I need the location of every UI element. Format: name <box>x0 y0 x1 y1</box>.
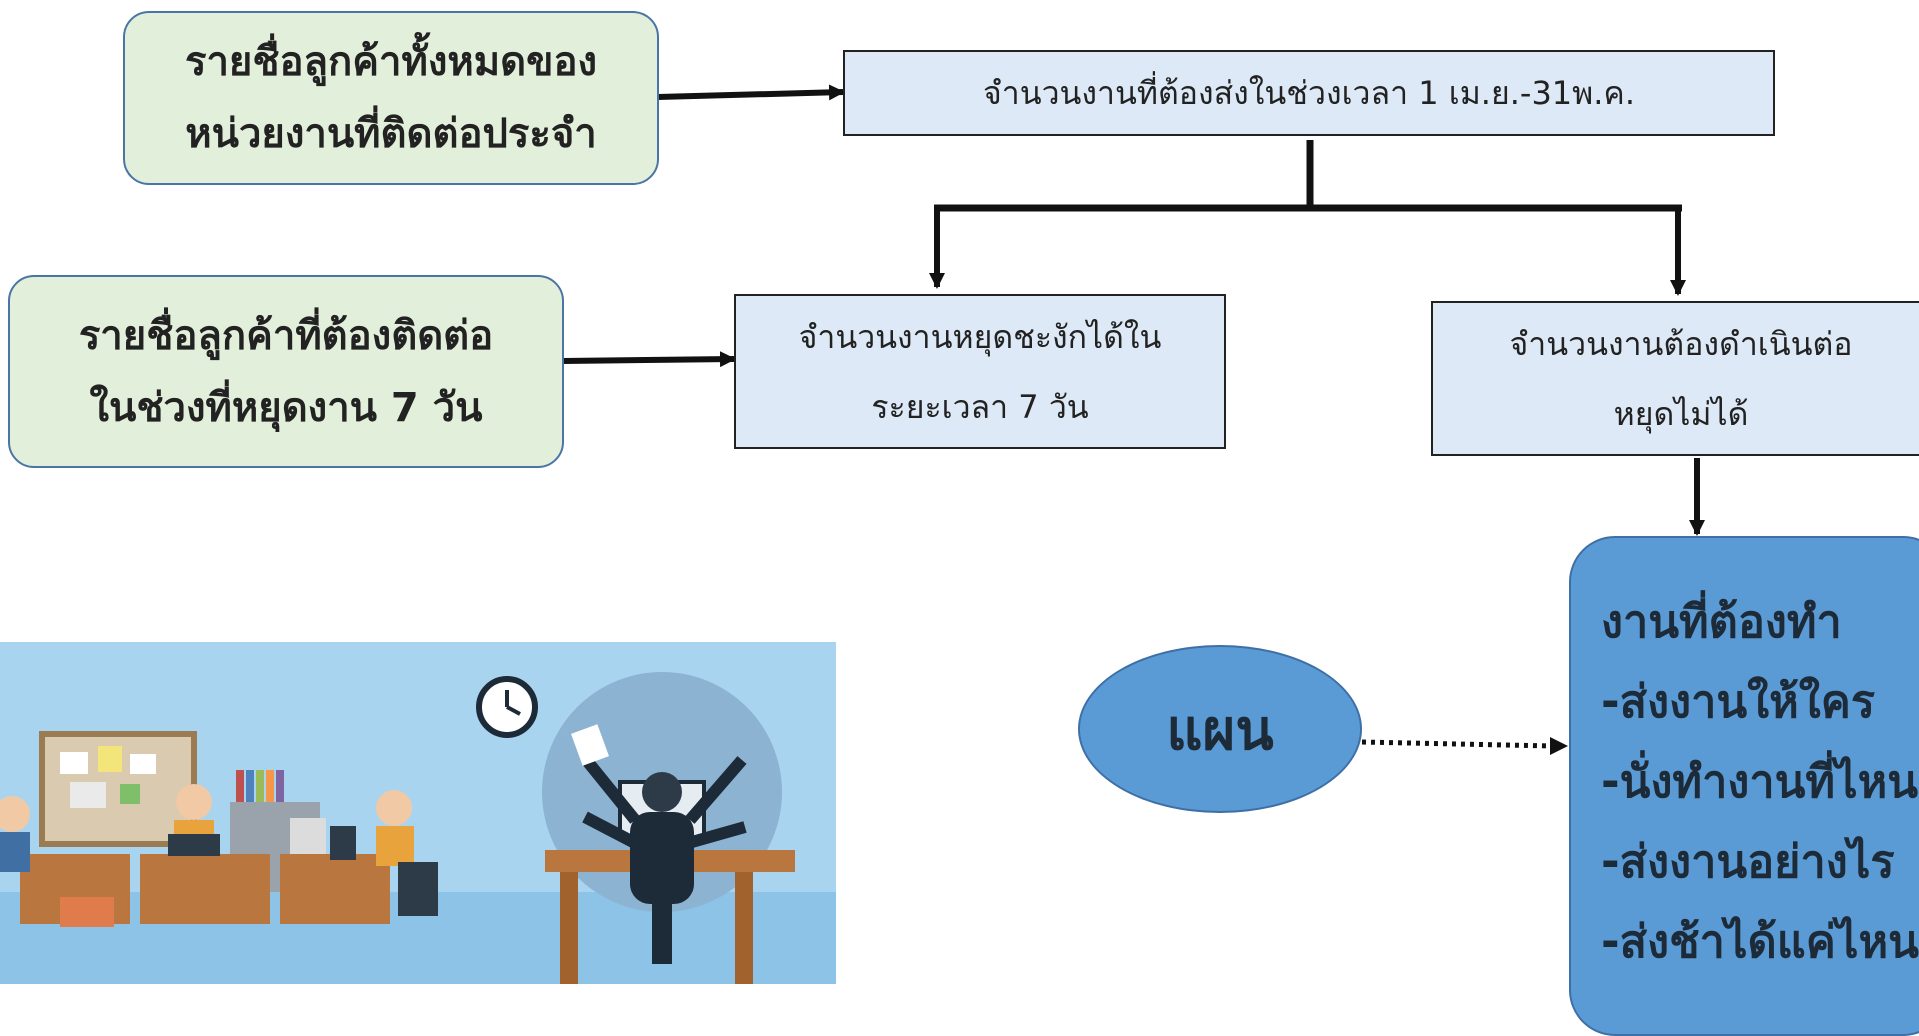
plan-oval: แผน <box>1078 645 1362 813</box>
dotted-arrow-plan-to-todo <box>1361 739 1553 749</box>
dotted-arrow-head <box>1550 737 1568 755</box>
todo-box: งานที่ต้องทำ -ส่งงานให้ใคร -นั่งทำงานที่… <box>1569 536 1919 1036</box>
all-customers-box: รายชื่อลูกค้าทั้งหมดของ หน่วยงานที่ติดต่… <box>123 11 659 185</box>
todo-item: -ส่งงานให้ใคร <box>1601 675 1875 728</box>
todo-item: -ส่งงานอย่างไร <box>1601 835 1895 888</box>
arrow-stop-customers-to-pausable <box>562 351 736 368</box>
plan-label: แผน <box>1166 697 1274 763</box>
stop-customers-line2: ในช่วงที่หยุดงาน 7 วัน <box>89 384 483 431</box>
jobs-unstoppable-line2: หยุดไม่ได้ <box>1613 394 1749 433</box>
all-customers-line1: รายชื่อลูกค้าทั้งหมดของ <box>184 39 597 85</box>
jobs-unstoppable-box: จำนวนงานต้องดำเนินต่อ หยุดไม่ได้ <box>1431 301 1919 456</box>
todo-item: -ส่งช้าได้แค่ไหน <box>1601 915 1919 968</box>
jobs-pausable-line2: ระยะเวลา 7 วัน <box>871 387 1089 426</box>
clock-icon <box>476 676 538 738</box>
todo-title: งานที่ต้องทำ <box>1601 595 1842 648</box>
all-customers-line2: หน่วยงานที่ติดต่อประจำ <box>185 111 597 157</box>
corkboard-icon <box>39 731 197 847</box>
arrow-customers-to-jobs <box>657 84 845 101</box>
stop-customers-line1: รายชื่อลูกค้าที่ต้องติดต่อ <box>78 312 494 359</box>
jobs-total-box: จำนวนงานที่ต้องส่งในช่วงเวลา 1 เม.ย.-31พ… <box>843 50 1775 136</box>
office-illustration <box>0 642 836 984</box>
jobs-unstoppable-line1: จำนวนงานต้องดำเนินต่อ <box>1509 324 1853 363</box>
jobs-pausable-box: จำนวนงานหยุดชะงักได้ใน ระยะเวลา 7 วัน <box>734 294 1226 449</box>
connector-lines <box>562 84 1705 755</box>
todo-item: -นั่งทำงานที่ไหน <box>1601 755 1919 808</box>
jobs-pausable-line1: จำนวนงานหยุดชะงักได้ใน <box>798 317 1162 356</box>
stop-customers-box: รายชื่อลูกค้าที่ต้องติดต่อ ในช่วงที่หยุด… <box>8 275 564 468</box>
jobs-total-line1: จำนวนงานที่ต้องส่งในช่วงเวลา 1 เม.ย.-31พ… <box>982 74 1635 112</box>
